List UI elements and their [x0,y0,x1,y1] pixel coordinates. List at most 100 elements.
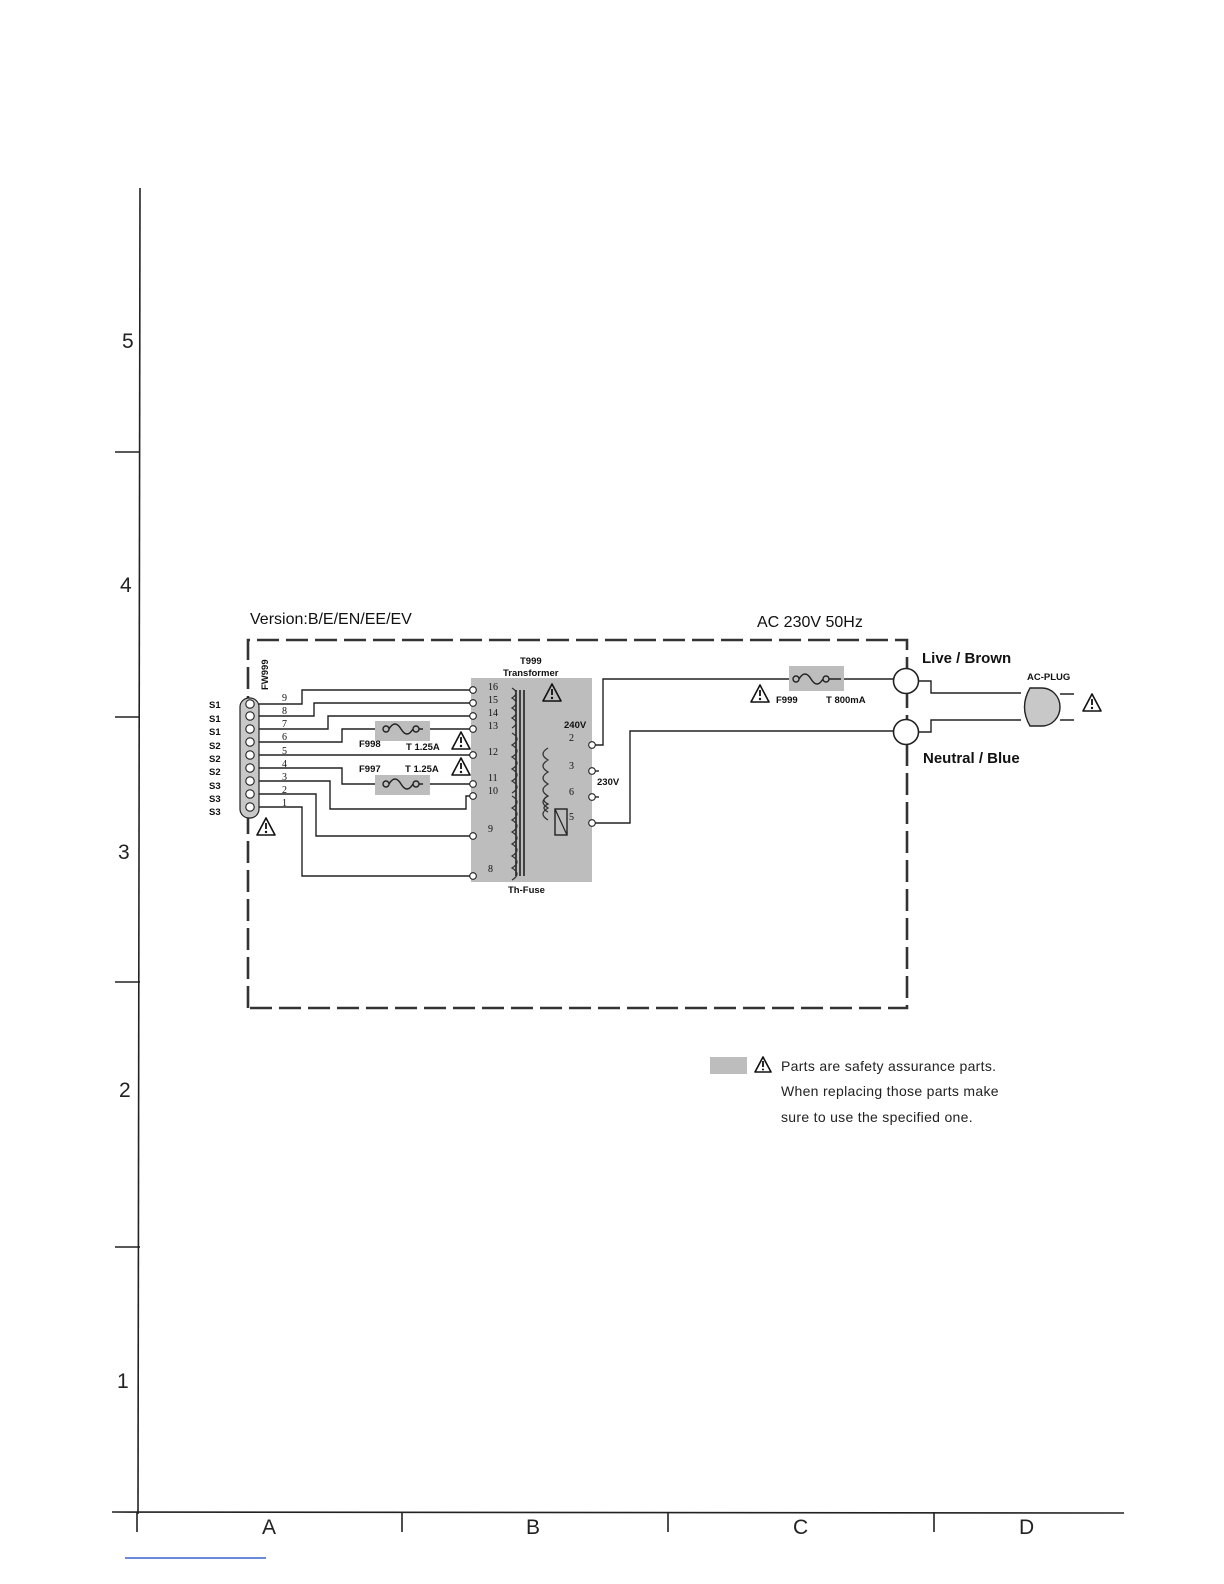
connector-pin-terminal [245,776,255,786]
transformer-terminal [469,792,477,800]
version-label: Version:B/E/EN/EE/EV [250,611,412,628]
warning-triangle-icon [451,731,471,750]
transformer-terminal [469,832,477,840]
group-label: S3 [209,807,221,818]
group-label: S2 [209,754,221,765]
transformer-terminal [469,780,477,788]
transformer-terminal [469,686,477,694]
warning-triangle-icon [542,683,562,702]
wire-num-3: 3 [282,772,287,783]
pin-9: 9 [488,824,493,835]
supply-label: AC 230V 50Hz [757,614,863,631]
column-label-b: B [526,1516,540,1539]
neutral-label: Neutral / Blue [923,750,1020,767]
wire-num-1: 1 [282,798,287,809]
pin-13: 13 [488,721,498,732]
fuse-f997: F997 T 1.25A [359,757,471,795]
wire-num-6: 6 [282,732,287,743]
connector-pin-terminal [245,724,255,734]
terminal-circle-icon [892,718,920,746]
legend-line-2: When replacing those parts make [781,1083,999,1099]
thermal-fuse-symbol [554,808,568,836]
row-label-3: 3 [118,841,130,864]
group-label: S1 [209,727,221,738]
fuse-f997-safety-area [375,775,430,795]
transformer-terminal [588,767,596,775]
warning-triangle-icon [451,757,471,776]
group-label: S1 [209,714,221,725]
pin-10: 10 [488,786,498,797]
warning-triangle-icon [750,684,770,703]
row-labels: 5 4 3 2 1 [117,330,134,1393]
group-label: S2 [209,767,221,778]
pin-15: 15 [488,695,498,706]
connector-group-labels: S1 S1 S1 S2 S2 S2 S3 S3 S3 [209,700,221,818]
row-label-2: 2 [119,1079,131,1102]
pin-8: 8 [488,864,493,875]
tap-230v-label: 230V [597,777,620,788]
fuse-f998-ref: F998 [359,739,381,750]
row-label-1: 1 [117,1370,129,1393]
pin-5: 5 [569,812,574,823]
group-label: S3 [209,781,221,792]
pin-12: 12 [488,747,498,758]
transformer-terminal [469,725,477,733]
connector-pin-terminal [245,802,255,812]
transformer-terminal [588,793,596,801]
transformer-t999: T999 Transformer Th-Fuse [471,656,592,896]
wire-num-9: 9 [282,693,287,704]
legend-swatch [710,1057,747,1074]
live-label: Live / Brown [922,650,1011,667]
transformer-terminal [588,741,596,749]
warning-triangle-icon [754,1056,772,1073]
pin-3: 3 [569,761,574,772]
tap-240v-label: 240V [564,720,587,731]
transformer-safety-area [471,678,592,882]
plug-label: AC-PLUG [1027,672,1070,683]
wire-num-4: 4 [282,759,287,770]
fuse-f999: F999 T 800mA [750,666,866,706]
transformer-primary-pins: 240V 2 3 6 5 230V [564,720,620,823]
fuse-f998-rating: T 1.25A [406,742,440,753]
ac-plug: AC-PLUG [1023,672,1102,727]
legend-line-1: Parts are safety assurance parts. [781,1058,996,1074]
row-label-5: 5 [122,330,134,353]
column-label-d: D [1019,1516,1034,1539]
connector-ref: FW999 [260,659,271,690]
pin-6: 6 [569,787,574,798]
wire-num-2: 2 [282,785,287,796]
fuse-symbol-icon [382,723,423,735]
row-label-4: 4 [120,574,132,597]
fuse-f997-rating: T 1.25A [405,764,439,775]
pin-14: 14 [488,708,498,719]
safety-legend: Parts are safety assurance parts. When r… [710,1056,999,1125]
plug-icon [1023,687,1061,727]
column-label-c: C [793,1516,808,1539]
group-label: S2 [209,741,221,752]
connector-pin-terminal [245,763,255,773]
pin-2: 2 [569,733,574,744]
pin-11: 11 [488,773,498,784]
column-label-a: A [262,1516,276,1539]
connector-pin-terminal [245,750,255,760]
connector-pin-terminal [245,711,255,721]
transformer-terminal [469,712,477,720]
wire-num-5: 5 [282,746,287,757]
fuse-f997-ref: F997 [359,764,381,775]
warning-triangle-icon [1082,693,1102,712]
pin-16: 16 [488,682,498,693]
transformer-terminal [588,819,596,827]
group-label: S1 [209,700,221,711]
transformer-secondary-pins: 16 15 14 13 12 11 10 9 8 [488,682,498,875]
connector-fw999: FW999 S1 S1 S1 S2 S2 S2 S3 S3 S3 9 8 7 6… [209,659,287,836]
primary-wiring [588,678,893,827]
terminal-circle-icon [892,667,920,695]
fuse-f998: F998 T 1.25A [359,721,471,753]
transformer-terminal [469,872,477,880]
connector-pin-numbers: 9 8 7 6 5 4 3 2 1 [282,693,287,809]
transformer-name: Transformer [503,668,559,679]
transformer-terminal [469,751,477,759]
connector-pin-terminal [245,789,255,799]
wire-num-8: 8 [282,706,287,717]
mains-terminals: Live / Brown Neutral / Blue [892,650,1021,767]
